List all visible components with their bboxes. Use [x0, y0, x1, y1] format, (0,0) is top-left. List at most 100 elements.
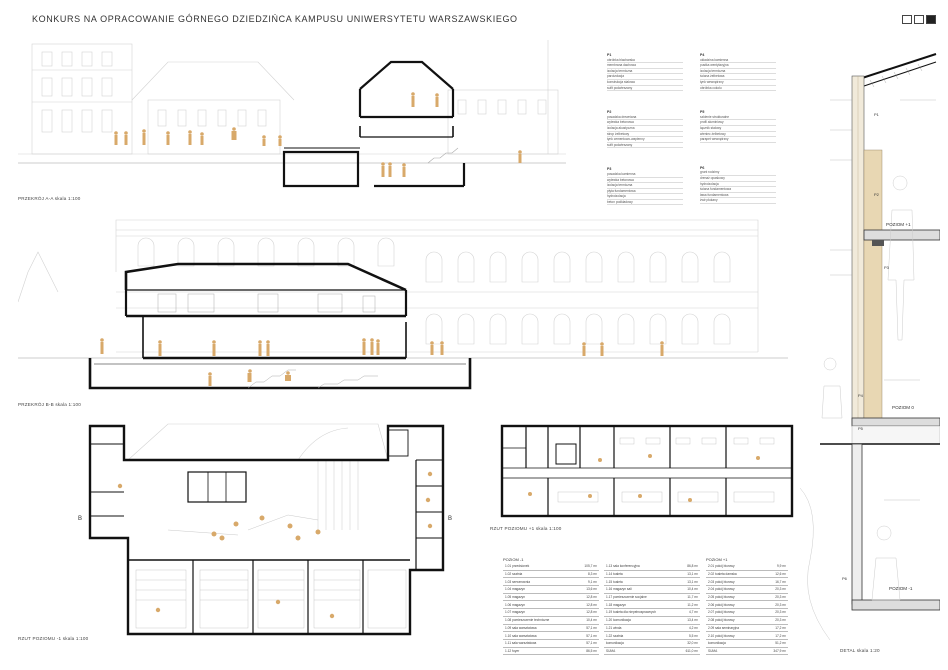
plan-minus1-panel: B B RZUT POZIOMU -1 skala 1:100: [18, 420, 458, 644]
note-head: P5: [700, 110, 705, 115]
section-aa-drawing: [18, 40, 566, 188]
notes-column-1: P1 obróbka blacharska membrana dachowa i…: [607, 50, 683, 206]
note-line: szklenie strukturalne: [700, 115, 776, 121]
note-line: izolacja termiczna: [607, 183, 683, 189]
rooms-head-3: POZIOM +1: [706, 557, 728, 562]
note-line: łącznik stalowy: [700, 126, 776, 132]
svg-text:B: B: [78, 516, 82, 522]
layout-marker-2: [914, 15, 924, 24]
plan-plus1-caption: RZUT POZIOMU +1 skala 1:100: [490, 526, 562, 531]
level-label-minus1: POZIOM -1: [889, 586, 913, 591]
note-line: żwir płukany: [700, 198, 776, 204]
svg-text:B: B: [448, 516, 452, 522]
note-line: wylewka betonowa: [607, 120, 683, 126]
plan-plus1-drawing: [500, 424, 794, 518]
section-aa-panel: PRZEKRÓJ A-A skala 1:100: [18, 40, 566, 202]
note-line: grunt rodzimy: [700, 170, 776, 176]
note-line: konstrukcja stalowa: [607, 80, 683, 86]
rooms-head-1: POZIOM -1: [503, 557, 524, 562]
note-line: hydroizolacja: [607, 194, 683, 200]
note-line: obróbka blacharska: [607, 58, 683, 64]
note-head: P2: [607, 110, 612, 115]
notes-column-2: P4 okładzina kamienna pustka wentylacyjn…: [700, 50, 776, 204]
note-line: paroizolacja: [607, 74, 683, 80]
note-line: strop żelbetowy: [607, 132, 683, 138]
note-line: membrana dachowa: [607, 63, 683, 69]
note-line: parapet wewnętrzny: [700, 137, 776, 143]
plan-minus1-caption: RZUT POZIOMU -1 skala 1:100: [18, 636, 89, 641]
note-line: beton podkładowy: [607, 200, 683, 206]
note-line: posadzka kamienna: [607, 172, 683, 178]
note-line: tynk wewnętrzny: [700, 80, 776, 86]
page-title: KONKURS NA OPRACOWANIE GÓRNEGO DZIEDZIŃC…: [32, 14, 518, 24]
note-line: wieniec żelbetowy: [700, 132, 776, 138]
detail-tag-p1: P1: [874, 112, 879, 117]
note-line: ściana fundamentowa: [700, 187, 776, 193]
note-line: okładzina kamienna: [700, 58, 776, 64]
detail-panel: [799, 40, 941, 662]
layout-marker-3: [926, 15, 936, 24]
note-head: P1: [607, 53, 612, 57]
plan-minus1-drawing: B B: [78, 423, 452, 636]
layout-marker-1: [902, 15, 912, 24]
note-line: hydroizolacja: [700, 182, 776, 188]
detail-caption: DETAL skala 1:20: [840, 648, 880, 653]
plan-plus1-panel: RZUT POZIOMU +1 skala 1:100: [490, 418, 800, 536]
note-head: P6: [700, 165, 705, 170]
note-line: posadzka drewniana: [607, 115, 683, 121]
section-bb-panel: PRZEKRÓJ B-B skala 1:100: [17, 212, 788, 412]
note-line: tynk cementowo-wapienny: [607, 137, 683, 143]
detail-tag-p2: P2: [874, 192, 879, 197]
section-bb-caption: PRZEKRÓJ B-B skala 1:100: [18, 402, 82, 407]
note-line: obróbka cokołu: [700, 86, 776, 92]
level-label-plus1: POZIOM +1: [886, 222, 911, 227]
note-line: izolacja akustyczna: [607, 126, 683, 132]
note-line: izolacja termiczna: [700, 69, 776, 75]
note-line: ściana żelbetowa: [700, 74, 776, 80]
detail-tag-p6: P6: [842, 576, 847, 581]
section-bb-drawing: [17, 219, 788, 390]
note-line: pustka wentylacyjna: [700, 63, 776, 69]
detail-tag-p4: P4: [858, 393, 863, 398]
note-line: sufit podwieszany: [607, 86, 683, 92]
note-head: P4: [700, 53, 705, 57]
note-line: izolacja termiczna: [607, 69, 683, 75]
note-line: ława fundamentowa: [700, 193, 776, 199]
